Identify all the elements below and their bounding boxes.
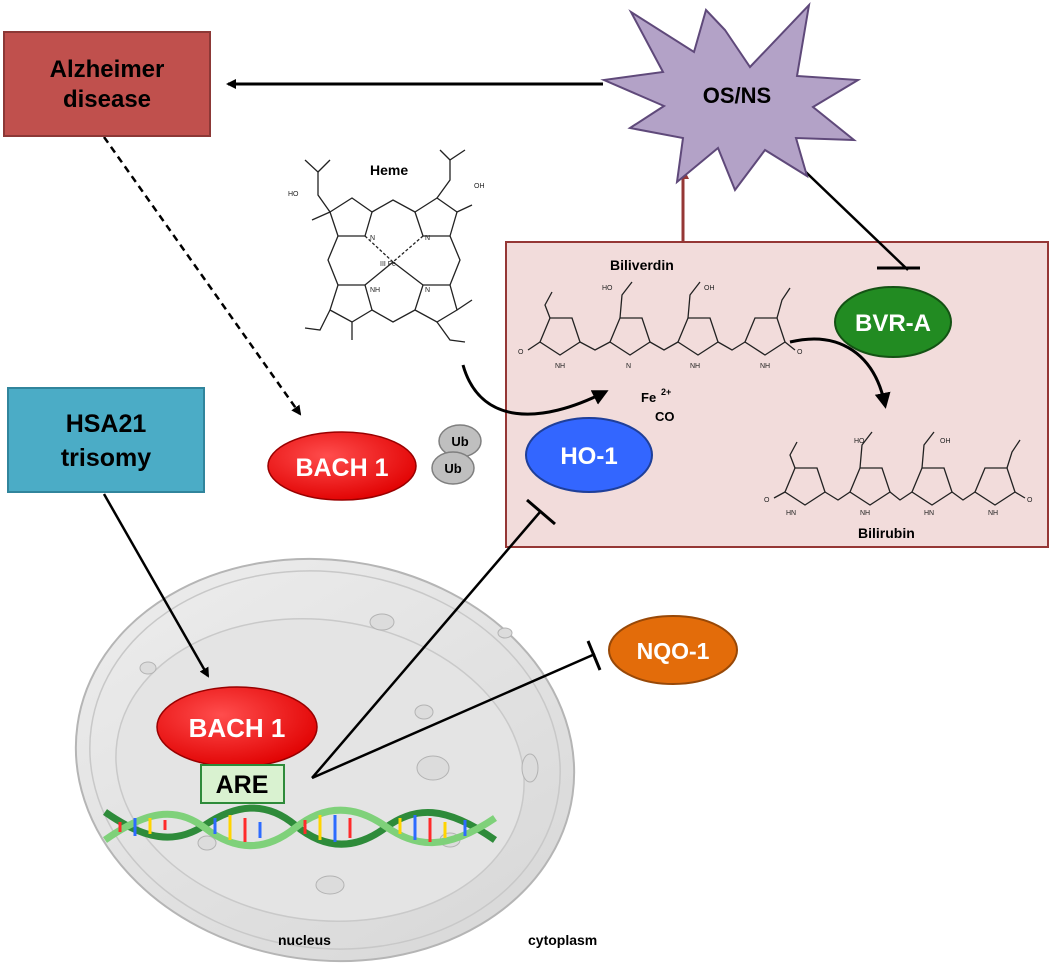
reaction-products: Fe 2+ CO (641, 387, 675, 424)
heme-ho-text: HO (288, 191, 299, 198)
inhibit-osns-bvra (787, 154, 909, 271)
alzheimer-disease-node: Alzheimer disease (3, 31, 211, 137)
hsa21-label-line2: trisomy (61, 444, 151, 472)
biliverdin-oh-text: OH (704, 285, 715, 292)
heme-label: Heme (370, 162, 408, 178)
bvra-node: BVR-A (834, 286, 952, 358)
heme-fe-text: III Fe (380, 261, 396, 268)
bach1-cytoplasmic-label: BACH 1 (295, 454, 388, 482)
bach1-cytoplasmic-node: BACH 1 (267, 431, 417, 501)
heme-n-text-3: N (425, 287, 430, 294)
bilirubin-structure: O O HO OH HN NH HN NH Bilirubin (764, 431, 1033, 541)
fe-label: Fe (641, 390, 656, 405)
hsa21-trisomy-node: HSA21 trisomy (7, 387, 205, 493)
hsa21-label-line1: HSA21 (66, 410, 147, 438)
bach1-nuclear-label: BACH 1 (189, 713, 286, 743)
co-label: CO (655, 409, 675, 424)
bilirubin-o-right: O (1027, 497, 1033, 504)
are-label: ARE (216, 771, 269, 799)
ho1-node: HO-1 (525, 417, 653, 493)
biliverdin-o-left: O (518, 349, 524, 356)
alzheimer-label-line2: disease (63, 86, 151, 113)
arrow-hsa21-to-bach1 (102, 493, 210, 678)
alzheimer-label-line1: Alzheimer (50, 56, 165, 83)
reaction-box (505, 241, 1049, 548)
biliverdin-nh-1: NH (555, 363, 565, 370)
osns-node: OS/NS (600, 1, 862, 193)
biliverdin-nh-2: NH (690, 363, 700, 370)
bilirubin-hn-2: HN (924, 510, 934, 517)
heme-nh-text: NH (370, 287, 380, 294)
biliverdin-label: Biliverdin (610, 257, 674, 273)
inhibit-are-ho1 (311, 511, 541, 779)
fe-charge-label: 2+ (661, 387, 671, 397)
biliverdin-nh-3: NH (760, 363, 770, 370)
arrow-heme-to-biliverdin (461, 364, 609, 416)
ubiquitin-2: Ub (431, 451, 475, 485)
heme-n-text: N (425, 235, 430, 242)
osns-label: OS/NS (703, 83, 771, 108)
ubiquitin-1: Ub (438, 424, 482, 458)
heme-n-text-2: N (370, 235, 375, 242)
are-node: ARE (200, 764, 285, 804)
ubiquitin-1-label: Ub (451, 434, 468, 449)
inhibit-are-nqo1 (311, 652, 596, 780)
inhibit-bar-nqo1 (586, 640, 602, 671)
bilirubin-nh-1: NH (860, 510, 870, 517)
cytoplasm-label: cytoplasm (528, 932, 597, 948)
biliverdin-n: N (626, 363, 631, 370)
ho1-label: HO-1 (560, 443, 617, 470)
arrow-biliverdin-to-bilirubin (789, 337, 891, 409)
nucleus-label: nucleus (278, 932, 331, 948)
dna-helix (102, 804, 498, 850)
biliverdin-structure: Biliverdin O O HO OH NH NH NH N (518, 257, 803, 370)
bvra-label: BVR-A (855, 310, 931, 337)
nqo1-node: NQO-1 (608, 615, 738, 685)
bilirubin-label: Bilirubin (858, 525, 915, 541)
biliverdin-ho-text: HO (602, 285, 613, 292)
biliverdin-o-right: O (797, 349, 803, 356)
edges (102, 79, 920, 780)
heme-structure: Heme HO OH III Fe NH N N N (288, 149, 485, 343)
ubiquitin-2-label: Ub (444, 461, 461, 476)
nucleus (74, 557, 576, 963)
bilirubin-oh-text: OH (940, 438, 951, 445)
bach1-nuclear-node: BACH 1 (156, 686, 318, 768)
bilirubin-nh-2: NH (988, 510, 998, 517)
bilirubin-o-left: O (764, 497, 770, 504)
arrow-alzheimer-to-bach1 (102, 136, 302, 416)
inhibit-bar-ho1 (526, 498, 556, 526)
bilirubin-ho-text: HO (854, 438, 865, 445)
nqo1-label: NQO-1 (637, 638, 710, 664)
heme-oh-text: OH (474, 183, 485, 190)
bilirubin-hn-1: HN (786, 510, 796, 517)
